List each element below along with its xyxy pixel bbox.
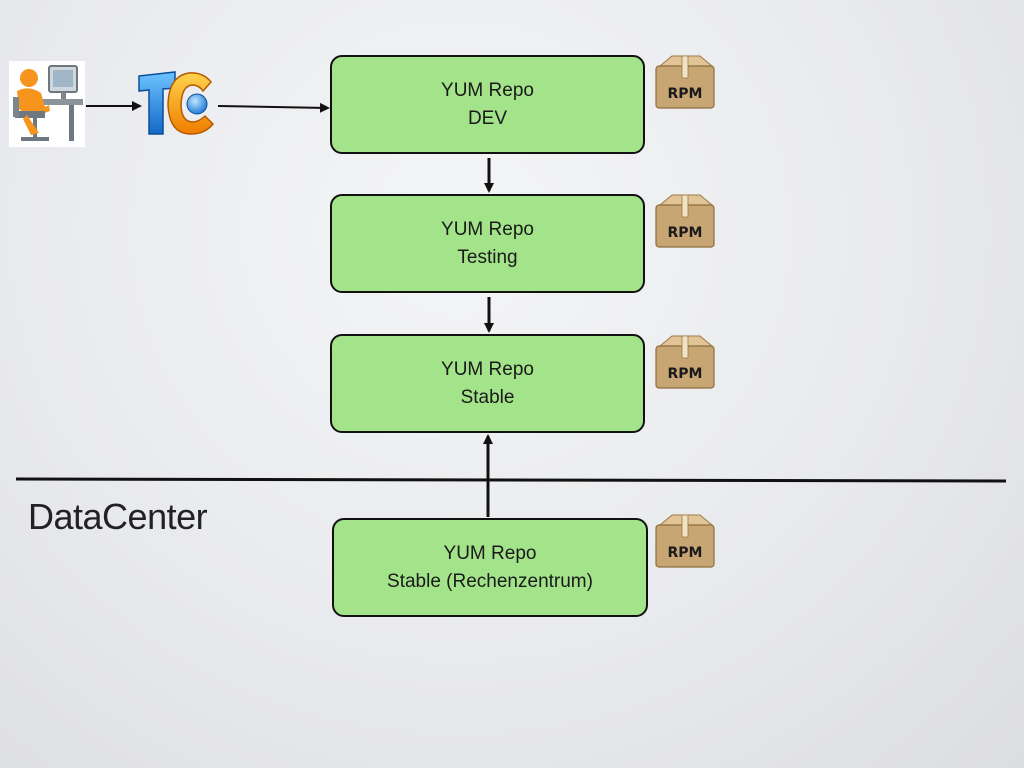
rpm-badge-label: RPM (668, 225, 703, 241)
repo-testing: YUM Repo Testing (330, 194, 645, 293)
rpm-package-icon: RPM (654, 193, 716, 249)
rpm-badge-label: RPM (668, 86, 703, 102)
rpm-package-icon: RPM (654, 54, 716, 110)
teamcity-logo-icon (135, 68, 217, 140)
datacenter-divider (15, 477, 1007, 483)
repo-dev: YUM Repo DEV (330, 55, 645, 154)
repo-stable-title: YUM Repo (441, 358, 534, 380)
repo-testing-stage: Testing (457, 246, 518, 268)
repo-dev-stage: DEV (467, 107, 508, 129)
repo-stable: YUM Repo Stable (330, 334, 645, 433)
arrow-ci-to-dev-repo (217, 102, 330, 113)
rpm-badge-label: RPM (668, 366, 703, 382)
repo-stable-datacenter-title: YUM Repo (443, 542, 537, 564)
rpm-package-icon: RPM (654, 513, 716, 569)
rpm-badge-label: RPM (668, 545, 703, 561)
developer-workstation-icon (9, 61, 85, 147)
repo-dev-title: YUM Repo (441, 79, 534, 101)
repo-testing-title: YUM Repo (441, 218, 534, 240)
repo-stable-stage: Stable (460, 386, 515, 408)
rpm-package-icon: RPM (654, 334, 716, 390)
datacenter-label: DataCenter (28, 496, 208, 537)
repo-stable-datacenter: YUM Repo Stable (Rechenzentrum) (332, 518, 648, 617)
repo-stable-datacenter-stage: Stable (Rechenzentrum) (387, 570, 593, 592)
